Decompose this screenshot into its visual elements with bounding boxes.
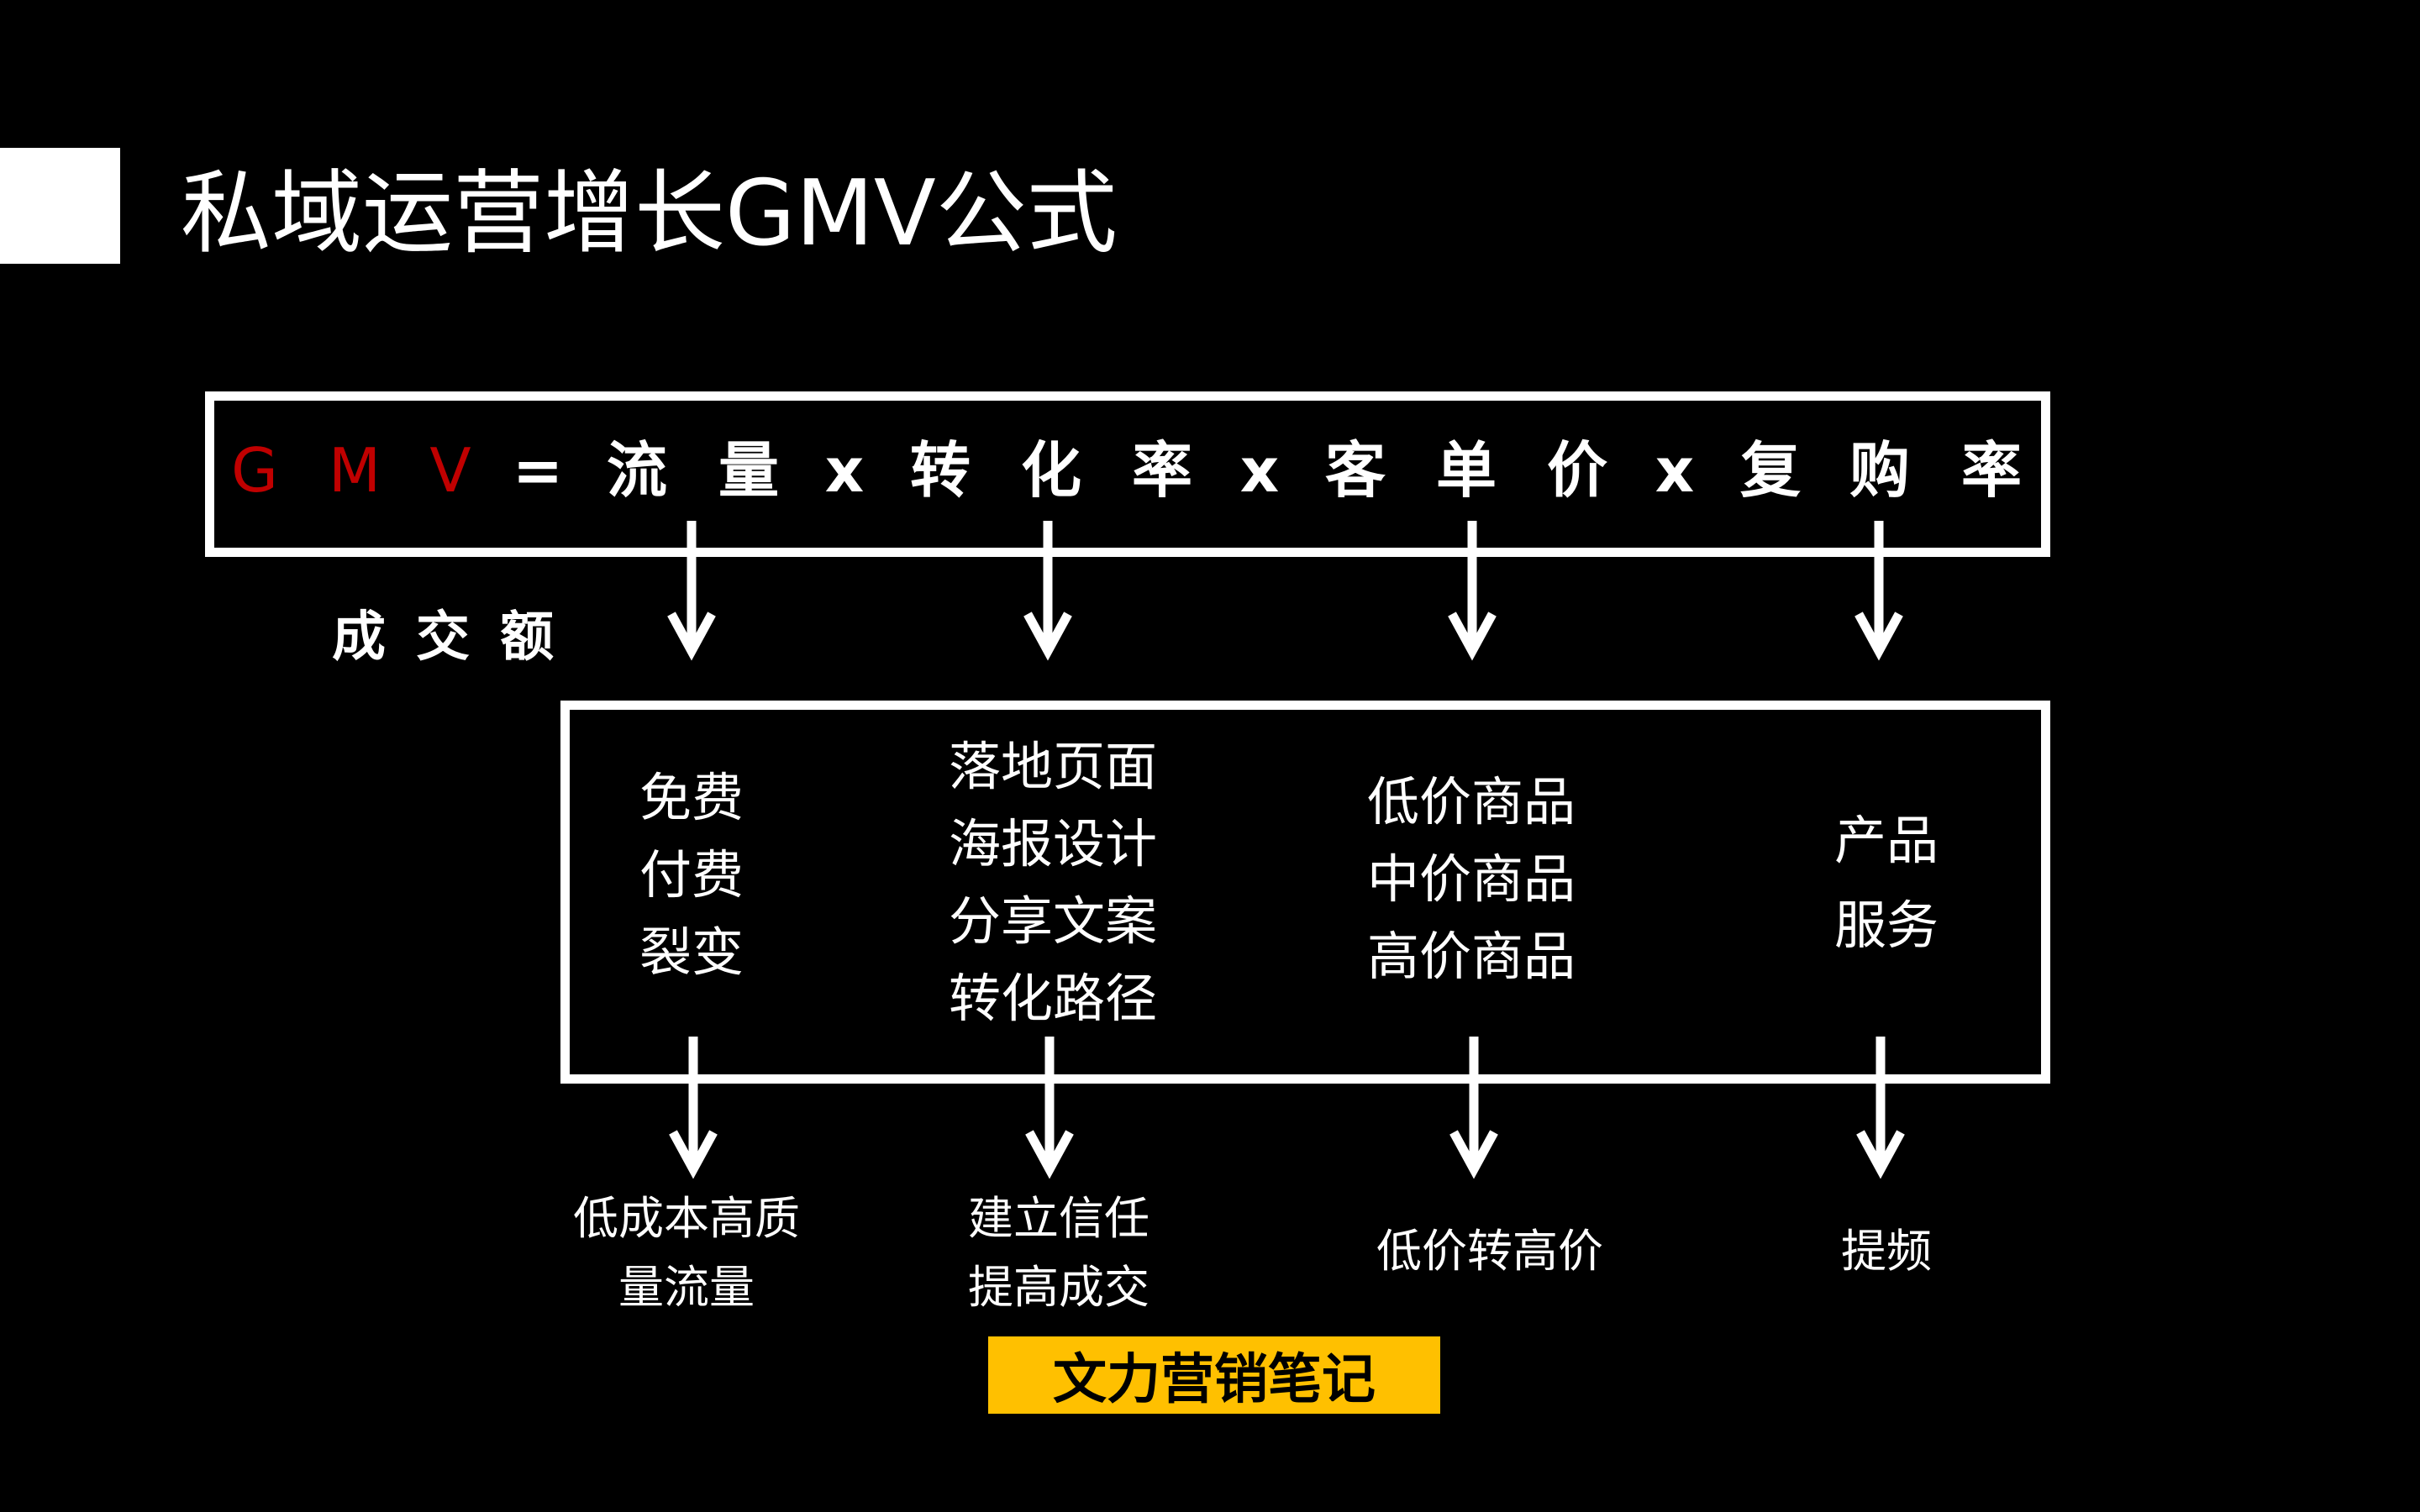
title-marker-square [0, 148, 120, 264]
down-arrow-icon [1449, 1037, 1498, 1179]
formula-item: 复 [1739, 435, 1802, 506]
formula-item: x [1655, 435, 1695, 506]
formula-item: G [231, 435, 278, 506]
formula-item: 购 [1849, 435, 1911, 506]
down-arrow-icon [1856, 1037, 1905, 1179]
factor-text: 海报设计 [948, 813, 1158, 874]
factor-text: 落地页面 [948, 736, 1158, 797]
factor-text: 免费 [639, 767, 744, 828]
down-arrow-icon [667, 521, 716, 661]
formula-item: 率 [1131, 435, 1193, 506]
factor-text: 付费 [639, 844, 744, 906]
down-arrow-icon [1023, 521, 1072, 661]
outcome-text: 提频 [1841, 1225, 1932, 1278]
formula-item: 客 [1324, 435, 1386, 506]
outcome-text: 建立信任 [968, 1192, 1150, 1245]
formula-item: 单 [1435, 435, 1497, 506]
formula-box [205, 391, 2050, 557]
down-arrow-icon [1025, 1037, 1074, 1179]
factor-text: 中价商品 [1366, 848, 1576, 910]
page-title: 私域运营增长GMV公式 [181, 161, 1118, 266]
formula-item: x [1239, 435, 1280, 506]
factor-text: 低价商品 [1366, 771, 1576, 832]
outcome-text: 提高成交 [968, 1261, 1150, 1314]
formula-item: 转 [909, 435, 971, 506]
formula-item: 价 [1546, 435, 1608, 506]
down-arrow-icon [669, 1037, 718, 1179]
formula-item: M [328, 435, 381, 506]
factor-text: 高价商品 [1366, 926, 1576, 987]
factor-text: 分享文案 [948, 890, 1158, 952]
formula-item: = [512, 435, 564, 506]
down-arrow-icon [1448, 521, 1497, 661]
formula-item: 率 [1960, 435, 2023, 506]
formula-item: x [824, 435, 865, 506]
formula-item: 流 [606, 435, 668, 506]
factor-text: 转化路径 [948, 968, 1158, 1029]
outcome-text: 量流量 [618, 1261, 755, 1314]
formula-item: 化 [1020, 435, 1082, 506]
outcome-text: 低价转高价 [1376, 1225, 1603, 1278]
outcome-text: 低成本高质 [573, 1192, 800, 1245]
gmv-label: 成交额 [332, 606, 584, 669]
factor-text: 产品 [1833, 810, 1939, 871]
factors-box [560, 701, 2050, 1084]
brand-badge: 文力营销笔记 [988, 1336, 1440, 1414]
down-arrow-icon [1854, 521, 1903, 661]
formula-item: 量 [718, 435, 780, 506]
factor-text: 服务 [1833, 895, 1939, 956]
formula-item: V [429, 435, 471, 506]
factor-text: 裂变 [639, 921, 744, 983]
